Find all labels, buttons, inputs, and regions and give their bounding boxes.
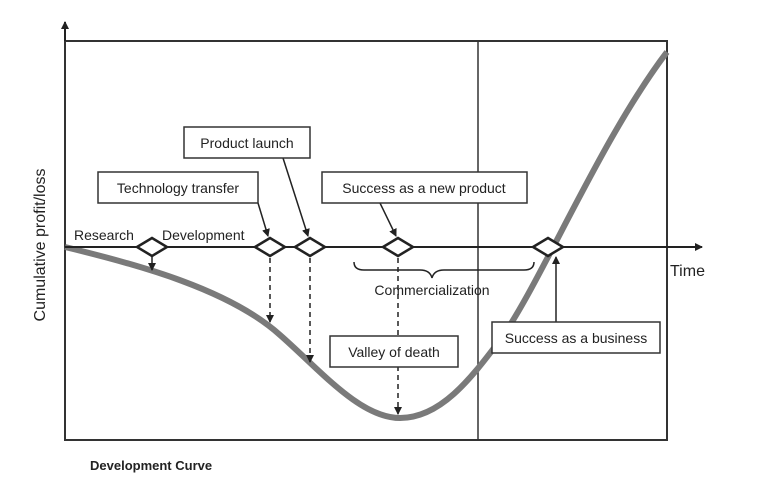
success-new-product-label: Success as a new product: [342, 180, 506, 196]
milestone-business-diamond: [530, 236, 566, 258]
product-launch-box: [183, 126, 311, 159]
development-label: Development: [162, 227, 245, 243]
research-label: Research: [74, 227, 134, 243]
milestone-tech-transfer-diamond: [252, 236, 288, 258]
plot-frame: [64, 40, 668, 441]
success-business-label: Success as a business: [505, 330, 647, 346]
success-new-product-box: [321, 171, 528, 204]
x-axis-label: Time: [670, 263, 705, 280]
milestone-new-product-diamond: [380, 236, 416, 258]
milestone-product-launch-diamond: [292, 236, 328, 258]
commercialization-label: Commercialization: [374, 282, 489, 298]
success-business-box: [491, 321, 661, 354]
callout-arrow: [379, 202, 397, 237]
callout-arrow: [282, 157, 310, 237]
commercialization-brace: [353, 261, 535, 279]
milestone-research-diamond: [134, 236, 170, 258]
valley-of-death-label: Valley of death: [348, 344, 440, 360]
y-axis-label: Cumulative profit/loss: [32, 169, 49, 322]
valley-of-death-box: [329, 335, 459, 368]
caption: Development Curve: [90, 458, 212, 473]
development-curve: [64, 50, 670, 422]
technology-transfer-label: Technology transfer: [117, 180, 240, 196]
technology-transfer-box: [97, 171, 259, 204]
callout-arrow: [257, 202, 270, 237]
product-launch-label: Product launch: [200, 135, 293, 151]
